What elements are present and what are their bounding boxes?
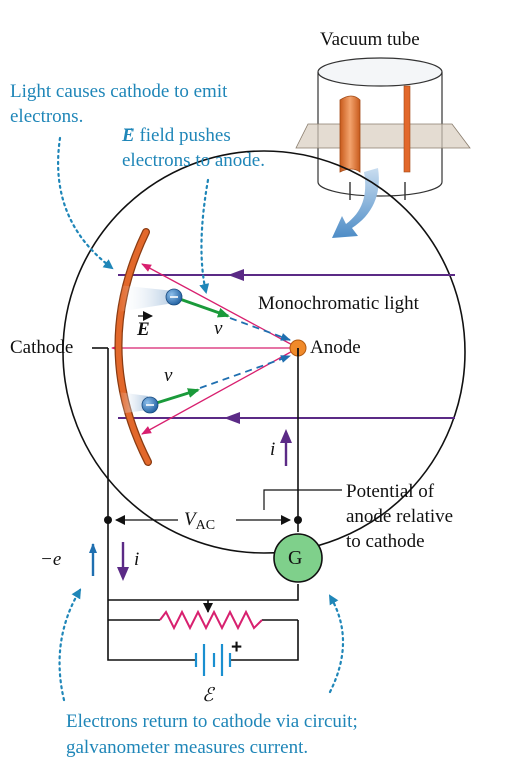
- vac-label: VAC: [184, 509, 216, 533]
- node-cathode: [104, 516, 112, 524]
- bottom-label-line1: Electrons return to cathode via circuit;: [66, 711, 358, 732]
- tube-anode-rod: [403, 85, 411, 173]
- light-causes-label-line2: electrons.: [10, 106, 84, 127]
- e-vector-label: E: [137, 319, 150, 340]
- potential-label-line1: Potential of: [346, 481, 435, 502]
- monochromatic-light-label: Monochromatic light: [258, 293, 419, 314]
- light-causes-label-line1: Light causes cathode to emit: [10, 81, 228, 102]
- efield-label-line2: electrons to anode.: [122, 150, 265, 171]
- minus-e-label: −e: [40, 549, 62, 570]
- anode-label: Anode: [310, 337, 361, 358]
- efield-vector-symbol: →E: [122, 121, 136, 146]
- callout-light: [57, 136, 114, 270]
- callout-pointers: [57, 136, 344, 702]
- electron-lower: [141, 396, 159, 414]
- tube-base-plate: [295, 123, 471, 149]
- callout-return: [58, 588, 82, 702]
- light-arrowhead-lower: [224, 412, 240, 424]
- emf-label: ℰ: [202, 685, 214, 706]
- velocity-label-upper: v: [214, 318, 223, 339]
- velocity-label-lower: v: [164, 365, 173, 386]
- velocity-arrow-upper: [173, 295, 230, 318]
- rheostat: [159, 609, 263, 631]
- electron-trail-lower: [118, 392, 148, 414]
- cathode-plate: [115, 229, 151, 465]
- circuit-wires: [92, 347, 299, 661]
- efield-label-line1: →E field pushes: [122, 121, 231, 146]
- electron-upper: [165, 288, 183, 306]
- galvanometer-label: G: [288, 547, 303, 569]
- current-label-tube: i: [270, 439, 276, 460]
- current-label-left: i: [134, 549, 140, 570]
- callout-galvanometer: [328, 594, 344, 694]
- bottom-label-line2: galvanometer measures current.: [66, 737, 309, 758]
- potential-pointer: [263, 489, 342, 510]
- tube-circle: [62, 150, 466, 554]
- node-anode: [294, 516, 302, 524]
- tube-top: [317, 57, 443, 87]
- vacuum-tube-label: Vacuum tube: [320, 29, 420, 50]
- zoom-arrow: [332, 168, 379, 238]
- galvanometer: [273, 533, 323, 583]
- electron-path-lower: [199, 355, 291, 389]
- battery-plus-label: +: [231, 637, 243, 658]
- vacuum-tube-illustration: [295, 57, 471, 238]
- callout-efield: [199, 178, 210, 294]
- cathode-label: Cathode: [10, 337, 74, 358]
- electron-path-upper: [229, 317, 291, 341]
- potential-label-line3: to cathode: [346, 531, 425, 552]
- light-arrowhead-upper: [228, 269, 244, 281]
- potential-label-line2: anode relative: [346, 506, 454, 527]
- tube-cathode-plate: [339, 95, 361, 173]
- electron-trail-upper: [118, 285, 174, 312]
- battery: [194, 644, 232, 676]
